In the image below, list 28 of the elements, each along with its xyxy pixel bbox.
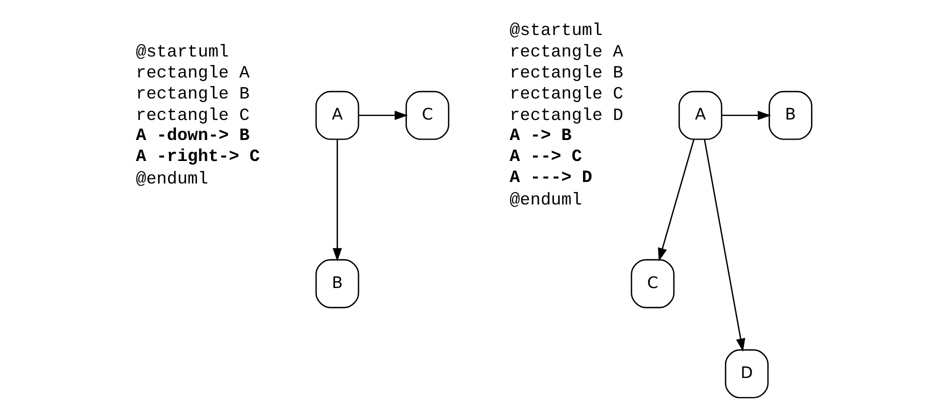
label: A -down-> B	[136, 126, 250, 146]
label: rectangle C	[136, 106, 250, 126]
label: A --> C	[510, 148, 582, 167]
arrow	[332, 139, 342, 262]
node-box: D	[724, 349, 769, 398]
arrow	[722, 110, 772, 120]
node-box: A	[678, 90, 722, 140]
node-box: C	[406, 90, 450, 140]
label: @startuml	[136, 43, 229, 62]
node-box: B	[768, 90, 812, 140]
label: @startuml	[510, 22, 603, 42]
arrow	[358, 110, 408, 120]
label: rectangle A	[136, 64, 250, 84]
arrow	[704, 139, 746, 352]
node-box: A	[315, 90, 360, 140]
label: rectangle A	[510, 43, 624, 62]
label: @enduml	[136, 170, 208, 190]
label: rectangle B	[136, 86, 250, 105]
node-box: B	[315, 259, 360, 308]
node-box: C	[630, 259, 675, 308]
label: A ---> D	[510, 169, 592, 188]
label: @enduml	[510, 192, 582, 211]
label: rectangle C	[510, 86, 624, 105]
label: A -right-> C	[136, 148, 260, 167]
arrow	[658, 139, 694, 262]
label: A -> B	[510, 126, 572, 146]
label: rectangle D	[510, 106, 624, 126]
label: rectangle B	[510, 64, 624, 84]
